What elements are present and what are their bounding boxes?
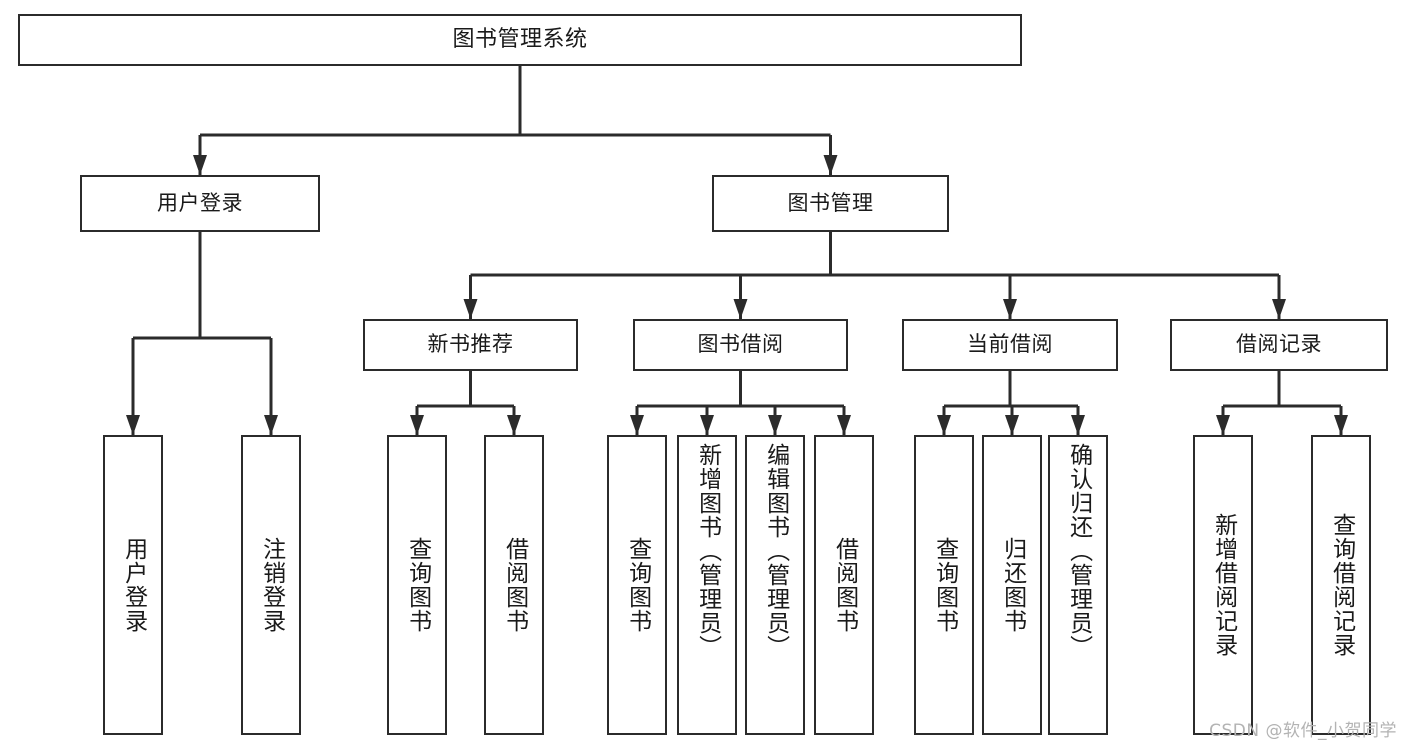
arrowhead-icon: [1005, 415, 1019, 435]
arrowhead-icon: [733, 299, 748, 319]
arrowhead-icon: [937, 415, 951, 435]
node-book-mgmt[interactable]: 图书管理: [712, 175, 949, 232]
node-leaf-bb-borrow[interactable]: 借阅图书: [814, 435, 874, 735]
arrowhead-icon: [264, 415, 278, 435]
node-leaf-bb-edit[interactable]: 编辑图书（管理员）: [745, 435, 805, 735]
arrowhead-icon: [837, 415, 851, 435]
node-leaf-user-logout[interactable]: 注销登录: [241, 435, 301, 735]
arrowhead-icon: [1003, 299, 1017, 319]
node-leaf-nbr-borrow[interactable]: 借阅图书: [484, 435, 544, 735]
node-label: 借阅记录: [1236, 332, 1322, 357]
node-leaf-bb-add[interactable]: 新增图书（管理员）: [677, 435, 737, 735]
node-borrow-record[interactable]: 借阅记录: [1170, 319, 1388, 371]
node-label: 查询图书: [404, 537, 431, 633]
node-leaf-bb-query[interactable]: 查询图书: [607, 435, 667, 735]
node-book-borrow[interactable]: 图书借阅: [633, 319, 848, 371]
arrowhead-icon: [463, 299, 478, 319]
node-label: 新增图书（管理员）: [694, 443, 721, 659]
arrowhead-icon: [507, 415, 521, 435]
arrowhead-icon: [700, 415, 714, 435]
watermark-text: CSDN @软件_小贺同学: [1209, 721, 1397, 741]
arrowhead-icon: [193, 155, 207, 175]
node-label: 用户登录: [120, 537, 147, 633]
arrowhead-icon: [1216, 415, 1230, 435]
node-leaf-cb-query[interactable]: 查询图书: [914, 435, 974, 735]
node-leaf-nbr-query[interactable]: 查询图书: [387, 435, 447, 735]
node-label: 注销登录: [258, 537, 285, 633]
node-label: 图书借阅: [697, 332, 784, 357]
node-root[interactable]: 图书管理系统: [18, 14, 1022, 66]
node-new-book-rec[interactable]: 新书推荐: [363, 319, 578, 371]
node-label: 借阅图书: [501, 537, 528, 633]
arrowhead-icon: [630, 415, 644, 435]
node-leaf-br-add[interactable]: 新增借阅记录: [1193, 435, 1253, 735]
arrowhead-icon: [410, 415, 424, 435]
arrowhead-icon: [1334, 415, 1348, 435]
node-label: 用户登录: [157, 190, 243, 215]
node-leaf-cb-confirm[interactable]: 确认归还（管理员）: [1048, 435, 1108, 735]
node-label: 查询图书: [931, 537, 958, 633]
node-label: 图书管理: [787, 190, 874, 215]
arrowhead-icon: [1071, 415, 1085, 435]
node-leaf-br-query[interactable]: 查询借阅记录: [1311, 435, 1371, 735]
arrowhead-icon: [768, 415, 782, 435]
arrowhead-icon: [823, 155, 838, 175]
node-current-borrow[interactable]: 当前借阅: [902, 319, 1118, 371]
node-leaf-cb-return[interactable]: 归还图书: [982, 435, 1042, 735]
arrowhead-icon: [126, 415, 140, 435]
node-label: 归还图书: [999, 537, 1026, 633]
node-label: 图书管理系统: [452, 26, 588, 52]
node-label: 借阅图书: [831, 537, 858, 633]
node-label: 确认归还（管理员）: [1065, 443, 1092, 659]
node-label: 编辑图书（管理员）: [762, 443, 789, 659]
node-label: 新增借阅记录: [1210, 513, 1237, 657]
arrowhead-icon: [1272, 299, 1286, 319]
node-label: 查询图书: [624, 537, 651, 633]
node-leaf-user-login[interactable]: 用户登录: [103, 435, 163, 735]
node-label: 新书推荐: [427, 332, 514, 357]
node-label: 查询借阅记录: [1328, 513, 1355, 657]
node-label: 当前借阅: [967, 332, 1053, 357]
node-user-login[interactable]: 用户登录: [80, 175, 320, 232]
